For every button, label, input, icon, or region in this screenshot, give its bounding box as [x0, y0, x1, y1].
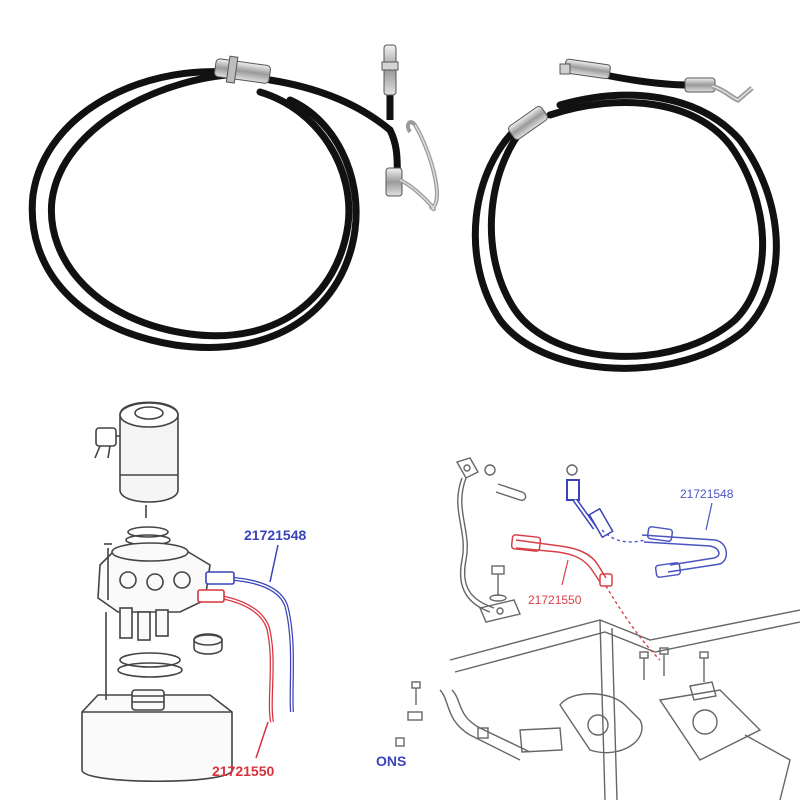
red-dashed-line — [605, 585, 661, 661]
blue-pipe-right — [641, 526, 727, 578]
hose-coil-left — [28, 68, 402, 351]
leader-red-right — [561, 559, 569, 586]
leader-blue-left — [269, 544, 279, 583]
fitting-left-mid — [214, 55, 271, 84]
fitting-right-mid — [508, 106, 548, 140]
chassis-diagram — [395, 457, 800, 800]
hose-photo-right — [471, 58, 780, 372]
label-red-part-left: 21721550 — [212, 763, 275, 779]
label-cut-off: ONS — [376, 753, 406, 769]
red-pipe-right — [510, 534, 613, 587]
o-rings-bottom — [117, 652, 183, 678]
small-bolts — [395, 647, 717, 747]
frame-rails — [439, 609, 800, 800]
fitting-right-straight — [559, 58, 611, 80]
leader-red-left — [255, 721, 269, 759]
hose-coil-right — [471, 71, 780, 372]
wire-harness — [457, 477, 495, 613]
fitting-right-bent — [684, 77, 754, 103]
bolt-center — [479, 565, 521, 623]
red-hose-left — [197, 589, 274, 723]
label-blue-part-left: 21721548 — [244, 527, 307, 543]
hose-photo-left — [28, 44, 439, 351]
bracket-top — [455, 457, 527, 502]
blue-fitting-right — [566, 464, 614, 539]
label-red-part-right: 21721550 — [528, 593, 582, 607]
reservoir — [81, 612, 233, 783]
fitting-left-bent — [385, 120, 439, 212]
leader-blue-right — [705, 502, 713, 531]
pump-body — [97, 542, 211, 641]
pump-diagram — [81, 401, 294, 783]
fitting-left-straight — [381, 44, 399, 120]
filter-cap — [193, 633, 223, 655]
blue-dashed-line — [601, 529, 646, 543]
label-blue-part-right: 21721548 — [680, 487, 734, 501]
motor — [94, 401, 179, 518]
blue-hose-left — [205, 571, 294, 713]
